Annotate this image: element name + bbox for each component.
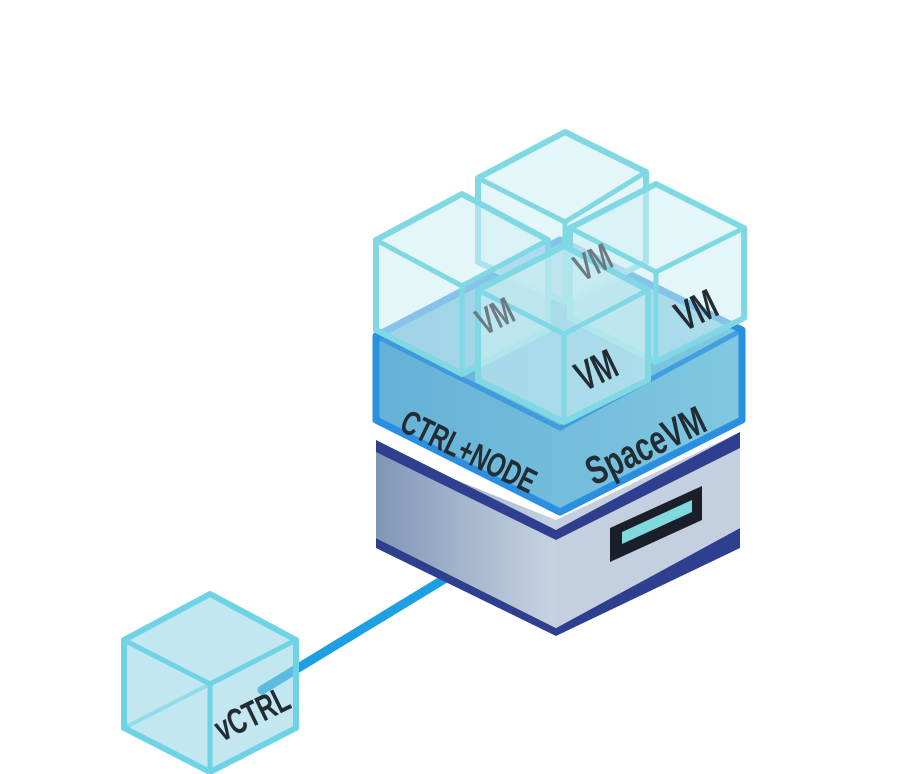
- vctrl-cube: [121, 591, 299, 774]
- server-node: [376, 432, 740, 636]
- drive-slot: [610, 486, 702, 562]
- vm-cube-front: [475, 243, 651, 425]
